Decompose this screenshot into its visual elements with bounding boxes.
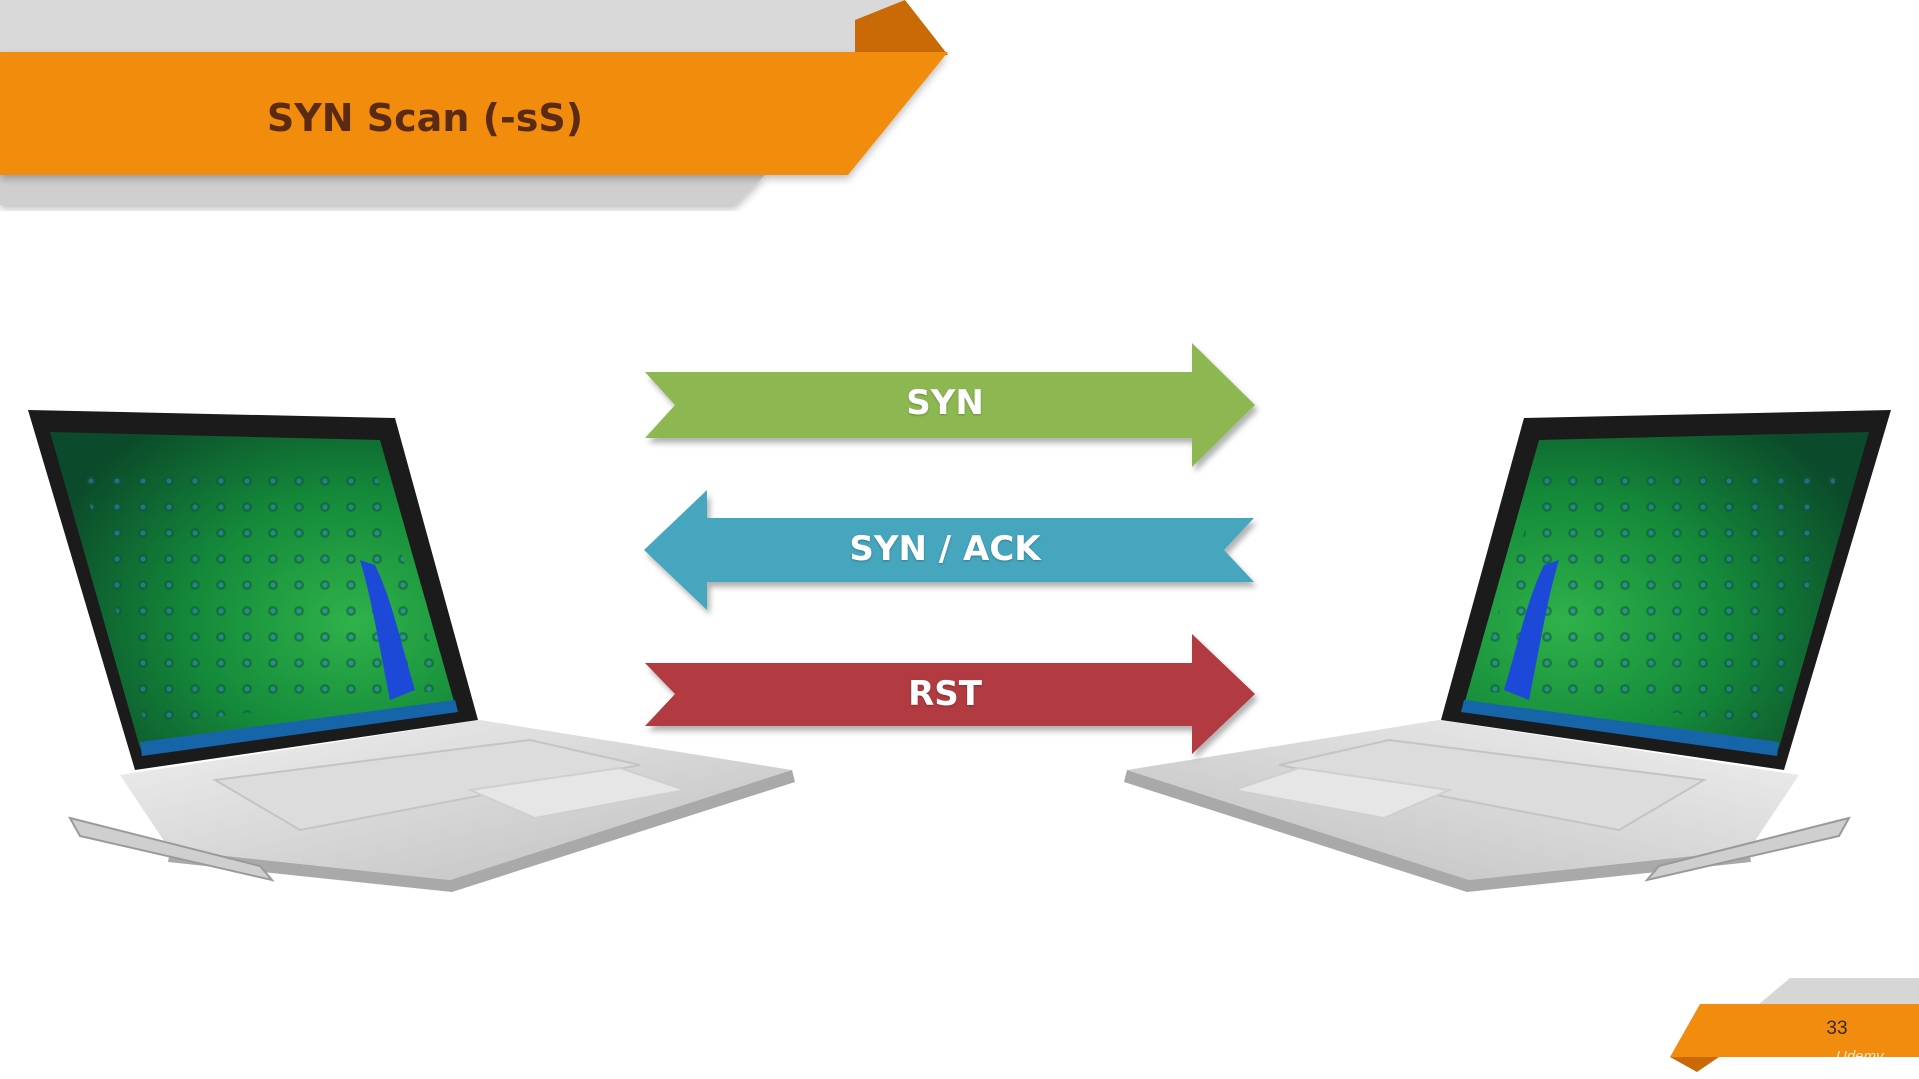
banner-gray-bottom: [0, 175, 765, 205]
rst-arrow: [645, 634, 1255, 754]
stylus-left: [68, 816, 275, 882]
syn-arrow: [645, 343, 1255, 467]
rst-arrow-label: RST: [908, 674, 982, 714]
banner-orange: [0, 52, 948, 175]
peacock-body-right: [1504, 560, 1559, 700]
syn-ack-arrow: [644, 490, 1254, 610]
banner-fold: [855, 0, 948, 55]
banner-gray-top: [0, 0, 905, 52]
footer-gray-band: [1758, 978, 1919, 1005]
slide-title: SYN Scan (-sS): [266, 96, 584, 140]
footer-fold: [1670, 1057, 1719, 1072]
stylus-right: [1644, 816, 1851, 882]
laptop-right-trackpad: [1230, 766, 1453, 820]
laptop-left-trackpad: [466, 766, 689, 820]
syn-ack-arrow-label: SYN / ACK: [849, 529, 1041, 569]
syn-arrow-label: SYN: [906, 383, 984, 423]
udemy-watermark: Udemy: [1836, 1048, 1884, 1065]
page-number: 33: [1826, 1018, 1848, 1039]
laptop-right-keyboard: [1278, 738, 1708, 832]
peacock-body: [360, 560, 415, 700]
laptop-left-keyboard: [211, 738, 641, 832]
footer-orange-band: [1670, 1004, 1919, 1057]
